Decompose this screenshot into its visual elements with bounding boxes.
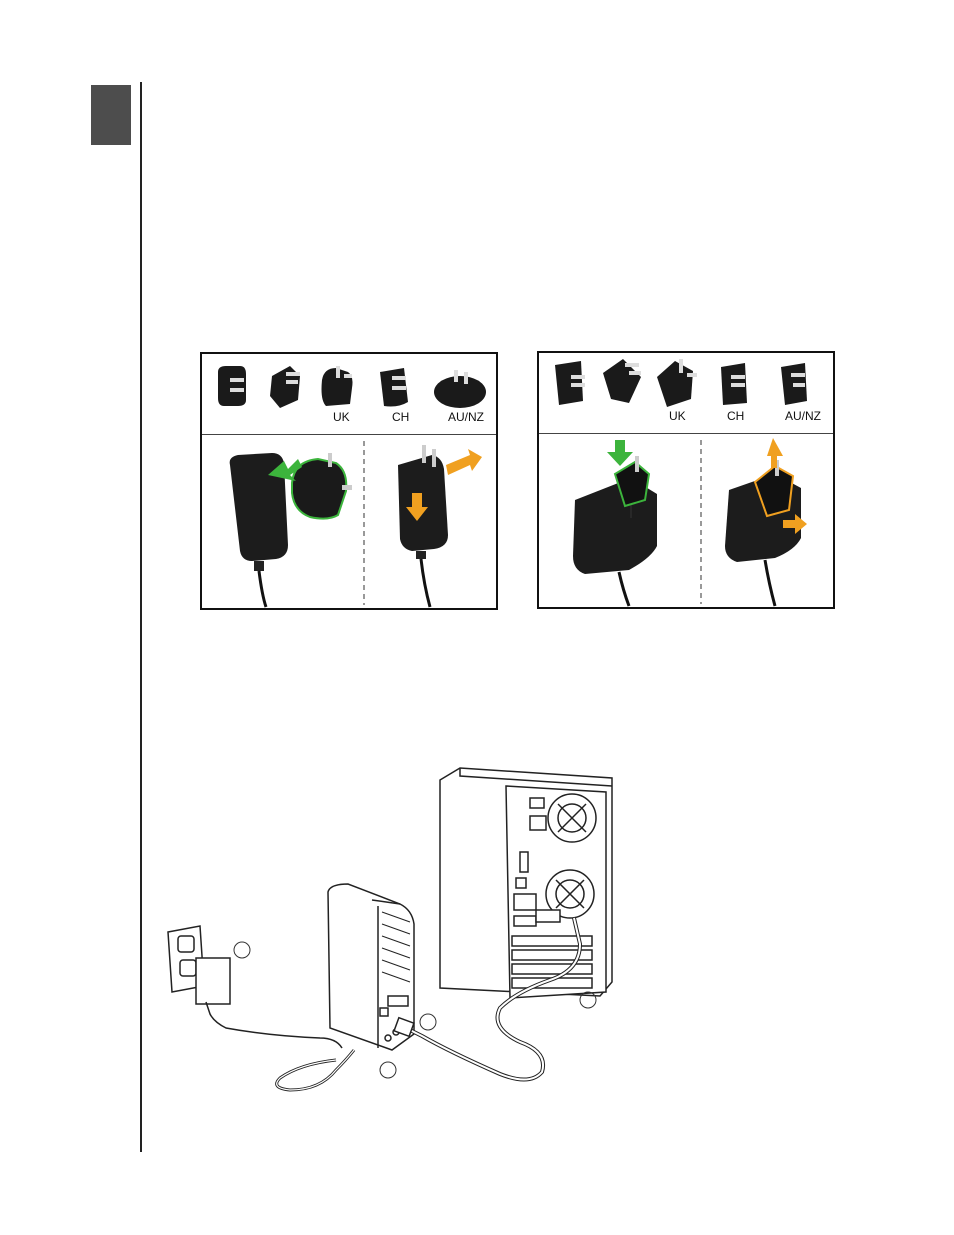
callout-circle — [420, 1014, 436, 1030]
plug-adapter-icon — [603, 359, 641, 403]
plug-label-aunz: AU/NZ — [785, 409, 821, 423]
adapter-steps — [539, 434, 833, 607]
plug-adapter-icon — [270, 366, 300, 408]
orange-arrow-icon — [767, 438, 783, 468]
plug-label-uk: UK — [669, 409, 686, 423]
wall-outlet-icon — [168, 926, 342, 1048]
plug-adapter-icon — [555, 361, 585, 405]
margin-rule — [140, 82, 142, 1152]
power-cable — [277, 1050, 354, 1090]
callout-circle — [234, 942, 250, 958]
plug-adapter-icon — [657, 359, 697, 407]
adapter-steps — [202, 435, 496, 608]
plug-row: UK CH AU/NZ — [202, 354, 496, 435]
plug-row: UK CH AU/NZ — [539, 353, 833, 434]
chapter-tab — [91, 85, 131, 145]
hookup-drawing — [160, 760, 630, 1120]
plug-adapter-icon — [721, 363, 747, 405]
plug-adapter-icon — [292, 453, 352, 519]
adapter-panel-left: UK CH AU/NZ — [200, 352, 498, 610]
callout-circle — [380, 1062, 396, 1078]
plug-label-aunz: AU/NZ — [448, 410, 484, 424]
adapter-panel-right: UK CH AU/NZ — [537, 351, 835, 609]
hookup-illustration — [160, 760, 630, 1120]
plug-label-ch: CH — [392, 410, 409, 424]
power-adapter-icon — [573, 456, 657, 606]
plug-adapter-icon — [781, 363, 807, 405]
power-adapter-icon — [725, 460, 801, 606]
orange-arrow-icon — [446, 449, 482, 475]
adapter-step-illustrations — [202, 435, 498, 608]
plug-adapter-icon — [380, 368, 408, 407]
plug-adapter-icon — [322, 366, 353, 406]
green-arrow-icon — [607, 440, 633, 466]
plug-adapter-icon — [434, 370, 486, 408]
plug-label-ch: CH — [727, 409, 744, 423]
plug-adapter-icon — [218, 366, 246, 406]
desktop-computer-icon — [440, 768, 612, 998]
plug-label-uk: UK — [333, 410, 350, 424]
adapter-step-illustrations — [539, 434, 835, 607]
power-adapter-icon — [398, 445, 448, 607]
